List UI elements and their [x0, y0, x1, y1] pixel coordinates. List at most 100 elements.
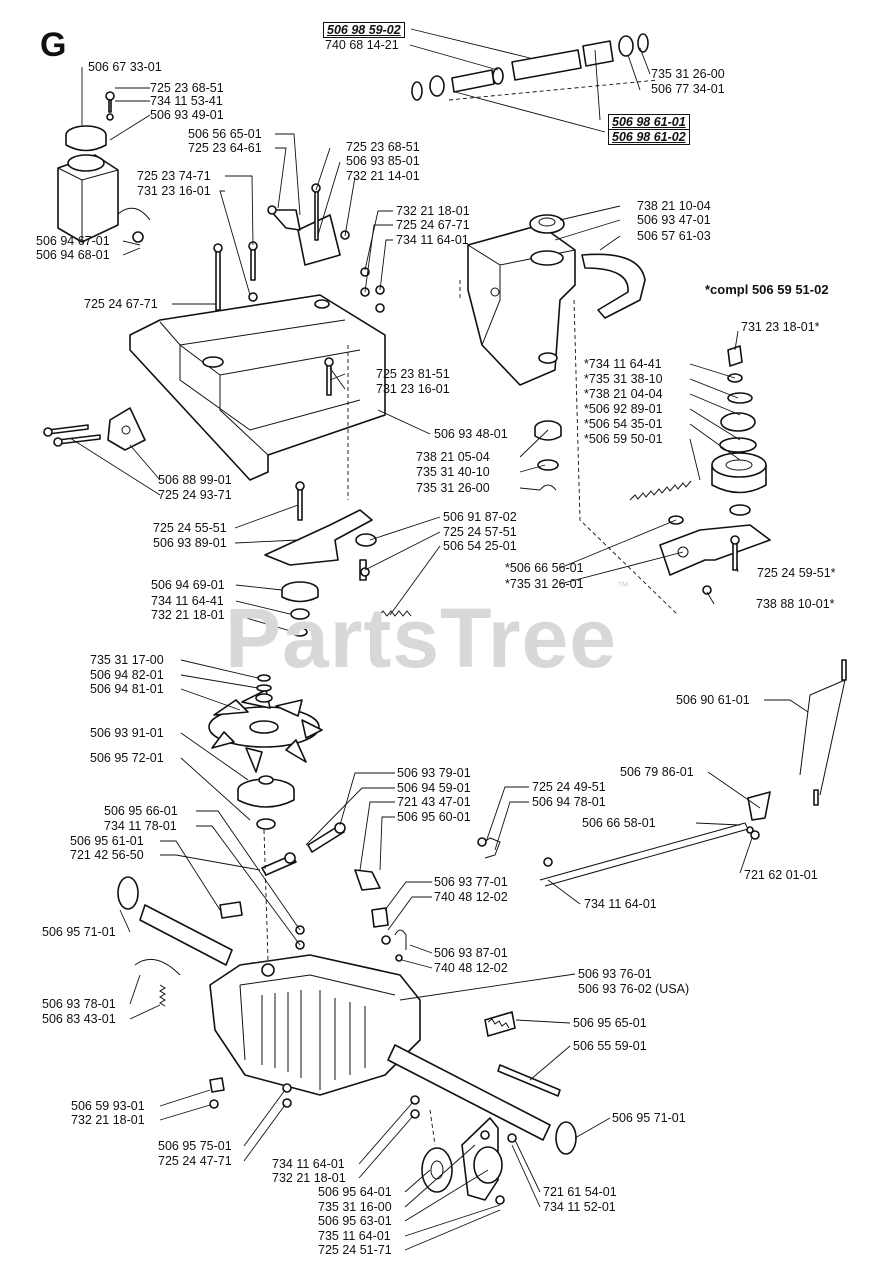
part-callout[interactable]: 721 43 47-01: [397, 795, 471, 809]
part-callout[interactable]: 725 24 67-71: [396, 218, 470, 232]
part-callout[interactable]: *506 66 56-01: [505, 561, 584, 575]
part-callout[interactable]: 725 24 49-51: [532, 780, 606, 794]
part-callout[interactable]: 721 61 54-01: [543, 1185, 617, 1199]
part-callout[interactable]: 725 23 64-61: [188, 141, 262, 155]
part-callout[interactable]: *738 21 04-04: [584, 387, 663, 401]
part-callout[interactable]: 506 98 59-02: [323, 22, 405, 38]
part-callout[interactable]: 734 11 64-01: [396, 233, 469, 247]
part-callout[interactable]: 721 42 56-50: [70, 848, 144, 862]
part-callout[interactable]: 738 88 10-01*: [756, 597, 835, 611]
part-callout[interactable]: 735 31 26-00: [416, 481, 490, 495]
part-callout[interactable]: 506 94 82-01: [90, 668, 164, 682]
part-callout[interactable]: 506 95 60-01: [397, 810, 471, 824]
part-callout[interactable]: 506 93 89-01: [153, 536, 227, 550]
part-callout[interactable]: 740 68 14-21: [325, 38, 399, 52]
part-callout[interactable]: 506 66 58-01: [582, 816, 656, 830]
part-callout[interactable]: 506 95 61-01: [70, 834, 144, 848]
part-callout[interactable]: 506 94 69-01: [151, 578, 225, 592]
part-callout[interactable]: 506 94 67-01: [36, 234, 110, 248]
part-callout[interactable]: 506 94 68-01: [36, 248, 110, 262]
part-callout[interactable]: 506 93 85-01: [346, 154, 420, 168]
part-callout[interactable]: 732 21 18-01: [272, 1171, 346, 1185]
part-callout[interactable]: 506 93 48-01: [434, 427, 508, 441]
part-callout[interactable]: 506 98 61-01: [608, 114, 690, 130]
part-callout[interactable]: 506 88 99-01: [158, 473, 232, 487]
part-callout[interactable]: 506 67 33-01: [88, 60, 162, 74]
part-callout[interactable]: 506 95 71-01: [612, 1111, 686, 1125]
part-callout[interactable]: 506 93 79-01: [397, 766, 471, 780]
part-callout[interactable]: 506 91 87-02: [443, 510, 517, 524]
part-callout[interactable]: *506 59 50-01: [584, 432, 663, 446]
part-callout[interactable]: 725 24 57-51: [443, 525, 517, 539]
part-callout[interactable]: 506 77 34-01: [651, 82, 725, 96]
part-callout[interactable]: 740 48 12-02: [434, 961, 508, 975]
part-callout[interactable]: 738 21 10-04: [637, 199, 711, 213]
part-callout[interactable]: 735 31 17-00: [90, 653, 164, 667]
part-callout[interactable]: 506 57 61-03: [637, 229, 711, 243]
part-callout[interactable]: 725 23 68-51: [346, 140, 420, 154]
part-callout[interactable]: 731 23 16-01: [137, 184, 211, 198]
part-callout[interactable]: 740 48 12-02: [434, 890, 508, 904]
pulley-idler-middle: [281, 581, 319, 637]
part-callout[interactable]: 738 21 05-04: [416, 450, 490, 464]
part-callout[interactable]: 735 31 40-10: [416, 465, 490, 479]
part-callout[interactable]: 506 95 72-01: [90, 751, 164, 765]
part-callout[interactable]: 506 56 65-01: [188, 127, 262, 141]
part-callout[interactable]: 734 11 78-01: [104, 819, 177, 833]
part-callout[interactable]: 734 11 53-41: [150, 94, 223, 108]
part-callout[interactable]: 725 24 59-51*: [757, 566, 836, 580]
part-callout[interactable]: *506 54 35-01: [584, 417, 663, 431]
part-callout[interactable]: 725 24 47-71: [158, 1154, 232, 1168]
part-callout[interactable]: 725 24 93-71: [158, 488, 232, 502]
part-callout[interactable]: 506 93 78-01: [42, 997, 116, 1011]
part-callout[interactable]: 506 59 93-01: [71, 1099, 145, 1113]
part-callout[interactable]: 506 93 91-01: [90, 726, 164, 740]
part-callout[interactable]: 506 95 66-01: [104, 804, 178, 818]
part-callout[interactable]: 506 90 61-01: [676, 693, 750, 707]
part-callout[interactable]: 732 21 14-01: [346, 169, 420, 183]
part-callout[interactable]: 506 93 47-01: [637, 213, 711, 227]
part-callout[interactable]: 732 21 18-01: [71, 1113, 145, 1127]
part-callout[interactable]: 506 93 76-02 (USA): [578, 982, 690, 996]
part-callout[interactable]: 506 79 86-01: [620, 765, 694, 779]
part-callout[interactable]: 734 11 52-01: [543, 1200, 616, 1214]
part-callout[interactable]: 725 23 68-51: [150, 81, 224, 95]
part-callout[interactable]: 506 55 59-01: [573, 1039, 647, 1053]
part-callout[interactable]: 725 24 55-51: [153, 521, 227, 535]
part-callout[interactable]: 506 94 78-01: [532, 795, 606, 809]
part-callout[interactable]: 731 23 18-01*: [741, 320, 820, 334]
part-callout[interactable]: 721 62 01-01: [744, 868, 818, 882]
part-callout[interactable]: 506 93 49-01: [150, 108, 224, 122]
part-callout[interactable]: 506 93 87-01: [434, 946, 508, 960]
part-callout[interactable]: 732 21 18-01: [396, 204, 470, 218]
part-callout[interactable]: 506 94 81-01: [90, 682, 164, 696]
part-callout[interactable]: 506 94 59-01: [397, 781, 471, 795]
part-callout[interactable]: 506 95 64-01: [318, 1185, 392, 1199]
part-callout[interactable]: *506 92 89-01: [584, 402, 663, 416]
part-callout[interactable]: *735 31 38-10: [584, 372, 663, 386]
part-callout[interactable]: 506 95 75-01: [158, 1139, 232, 1153]
part-callout[interactable]: 506 93 77-01: [434, 875, 508, 889]
part-callout[interactable]: 725 24 51-71: [318, 1243, 392, 1257]
part-callout[interactable]: 506 95 71-01: [42, 925, 116, 939]
part-callout[interactable]: 506 95 63-01: [318, 1214, 392, 1228]
part-callout[interactable]: 725 23 74-71: [137, 169, 211, 183]
part-callout[interactable]: 731 23 16-01: [376, 382, 450, 396]
part-callout[interactable]: *735 31 26-01: [505, 577, 584, 591]
part-callout[interactable]: 735 31 26-00: [651, 67, 725, 81]
part-callout[interactable]: 506 54 25-01: [443, 539, 517, 553]
part-callout[interactable]: 506 95 65-01: [573, 1016, 647, 1030]
part-callout[interactable]: 735 31 16-00: [318, 1200, 392, 1214]
part-callout[interactable]: 732 21 18-01: [151, 608, 225, 622]
part-callout[interactable]: 506 93 76-01: [578, 967, 652, 981]
part-callout[interactable]: *734 11 64-41: [584, 357, 662, 371]
part-callout[interactable]: 734 11 64-01: [584, 897, 657, 911]
part-callout[interactable]: 734 11 64-41: [151, 594, 224, 608]
part-callout[interactable]: 725 24 67-71: [84, 297, 158, 311]
part-callout[interactable]: 506 83 43-01: [42, 1012, 116, 1026]
part-callout[interactable]: 725 23 81-51: [376, 367, 450, 381]
part-callout[interactable]: 735 11 64-01: [318, 1229, 391, 1243]
part-callout[interactable]: 734 11 64-01: [272, 1157, 345, 1171]
strap-bracket: [581, 253, 646, 319]
part-callout[interactable]: 506 98 61-02: [608, 129, 690, 145]
